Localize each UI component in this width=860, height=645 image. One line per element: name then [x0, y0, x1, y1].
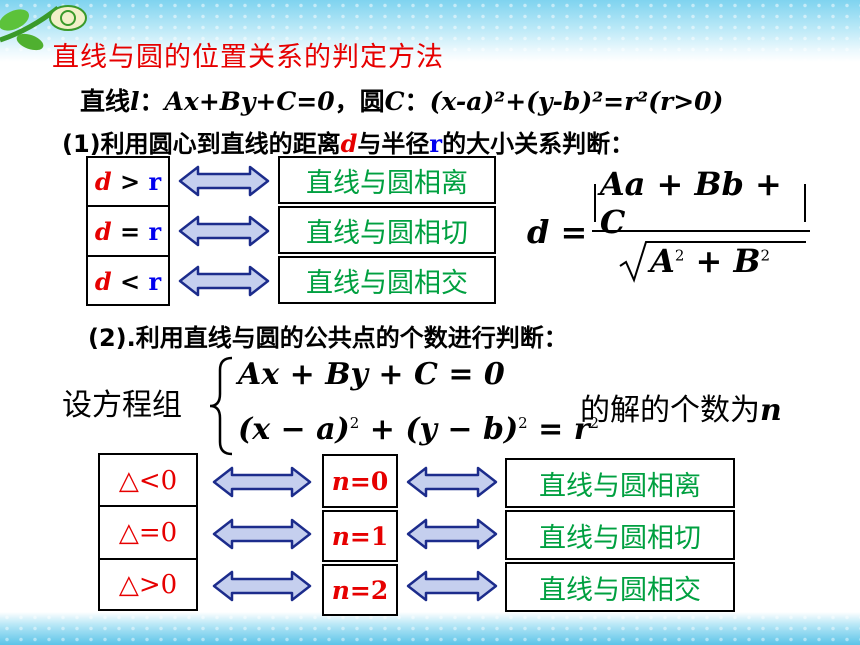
- den-b: B: [733, 242, 761, 280]
- header-band: [0, 0, 860, 62]
- divider: [86, 255, 170, 257]
- solution-count-symbol: n: [760, 393, 782, 428]
- count-n-1: n=1: [322, 510, 398, 562]
- plant-snail-decoration-icon: [0, 5, 87, 51]
- distance-symbol: d: [94, 216, 112, 246]
- divider: [86, 205, 170, 207]
- system-equation-1: Ax + By + C = 0: [238, 357, 505, 392]
- method1-heading: (1)利用圆心到直线的距离d与半径r的大小关系判断：: [62, 124, 634, 159]
- radius-symbol: r: [429, 129, 443, 158]
- circle-label: ，圆: [334, 87, 385, 116]
- distance-symbol: d: [94, 266, 112, 296]
- system-label: 设方程组: [62, 388, 182, 423]
- line-equation: Ax+By+C=0: [164, 87, 335, 116]
- den-a: A: [650, 242, 675, 280]
- n-symbol: n: [331, 466, 350, 496]
- condition-d-eq-r: d = r: [86, 206, 170, 256]
- operator: =: [120, 216, 141, 246]
- left-brace-icon: [209, 356, 233, 456]
- plus: +: [695, 242, 723, 280]
- delta-eq-0: △=0: [118, 518, 178, 548]
- method1-condition-column: [86, 156, 170, 306]
- page-title: 直线与圆的位置关系的判定方法: [52, 42, 444, 73]
- exponent: 2: [349, 414, 360, 432]
- count-n-2: n=2: [322, 564, 398, 616]
- count-value: =1: [349, 521, 389, 551]
- colon: ：: [139, 87, 165, 116]
- exponent: 2: [674, 246, 685, 265]
- method1-heading-pre: (1)利用圆心到直线的距离: [62, 130, 341, 158]
- exponent: 2: [518, 414, 528, 432]
- line-circle-definition: 直线l：Ax+By+C=0，圆C：(x-a)²+(y-b)²=r²(r>0): [80, 82, 723, 118]
- double-arrow-icon: [212, 518, 312, 550]
- formula-lhs: d =: [527, 213, 587, 251]
- eq2-part-c: = r: [527, 412, 590, 447]
- formula-numerator: Aa + Bb + C: [590, 165, 810, 241]
- radius-symbol: r: [148, 166, 162, 196]
- abs-bar-right: [804, 184, 806, 222]
- distance-symbol: d: [340, 129, 358, 158]
- square-root-icon: [619, 241, 806, 283]
- numerator-text: Aa + Bb + C: [599, 165, 782, 241]
- count-value: =2: [349, 575, 389, 605]
- result-separate-2: 直线与圆相离: [505, 458, 735, 508]
- result-separate: 直线与圆相离: [278, 156, 496, 204]
- eq2-part-b: + (y − b): [359, 412, 519, 447]
- equals: =: [560, 213, 588, 251]
- radius-symbol: r: [148, 216, 162, 246]
- n-symbol: n: [331, 575, 350, 605]
- count-value: =0: [349, 466, 389, 496]
- footer-band: [0, 612, 860, 645]
- eq2-part-a: (x − a): [238, 412, 350, 447]
- line-label: 直线: [80, 87, 131, 116]
- count-n-0: n=0: [322, 454, 398, 508]
- divider: [98, 505, 198, 507]
- n-symbol: n: [331, 521, 350, 551]
- result-intersect-2: 直线与圆相交: [505, 562, 735, 612]
- line-symbol: l: [130, 87, 140, 116]
- double-arrow-icon: [212, 466, 312, 498]
- circle-equation: (x-a)²+(y-b)²=r²(r>0): [429, 87, 724, 116]
- footer-band-dots: [0, 612, 860, 645]
- method2-delta-column: [98, 453, 198, 611]
- distance-symbol: d: [527, 213, 550, 251]
- system-equation-2: (x − a)2 + (y − b)2 = r2: [238, 412, 599, 447]
- divider: [98, 558, 198, 560]
- distance-symbol: d: [94, 166, 112, 196]
- colon: ：: [404, 87, 430, 116]
- fraction-bar: [592, 230, 810, 232]
- result-intersect: 直线与圆相交: [278, 256, 496, 304]
- condition-d-lt-r: d < r: [86, 256, 170, 306]
- method1-heading-post: 的大小关系判断：: [442, 130, 635, 158]
- abs-bar-left: [594, 184, 596, 222]
- double-arrow-icon: [406, 518, 498, 550]
- condition-d-gt-r: d > r: [86, 156, 170, 206]
- radius-symbol: r: [148, 266, 162, 296]
- method2-heading: (2).利用直线与圆的公共点的个数进行判断：: [88, 324, 568, 352]
- formula-denominator: A2 + B2: [650, 242, 770, 280]
- double-arrow-icon: [178, 165, 270, 197]
- double-arrow-icon: [406, 466, 498, 498]
- circle-symbol: C: [384, 87, 405, 116]
- delta-lt-0: △<0: [118, 466, 178, 496]
- operator: <: [120, 266, 141, 296]
- double-arrow-icon: [212, 570, 312, 602]
- system-tail-text: 的解的个数为: [580, 393, 760, 428]
- method1-heading-mid: 与半径: [357, 130, 430, 158]
- double-arrow-icon: [178, 215, 270, 247]
- operator: >: [120, 166, 141, 196]
- header-band-dots: [0, 0, 860, 62]
- result-tangent-2: 直线与圆相切: [505, 510, 735, 560]
- delta-gt-0: △>0: [118, 570, 178, 600]
- double-arrow-icon: [406, 570, 498, 602]
- exponent: 2: [589, 414, 600, 432]
- system-tail: 的解的个数为n: [580, 385, 782, 429]
- result-tangent: 直线与圆相切: [278, 206, 496, 254]
- exponent: 2: [760, 246, 771, 265]
- double-arrow-icon: [178, 265, 270, 297]
